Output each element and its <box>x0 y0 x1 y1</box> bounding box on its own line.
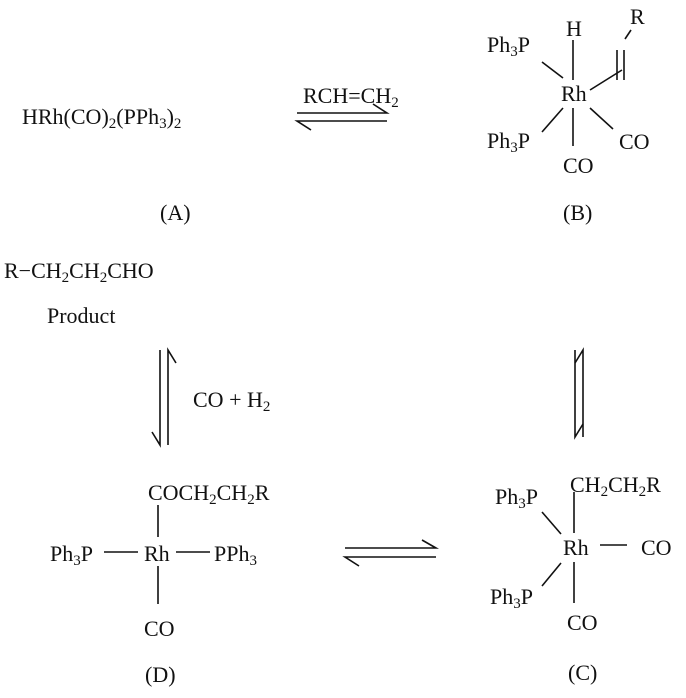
compound-d-pph3-right: PPh3 <box>214 541 257 569</box>
compound-b-bonds <box>541 29 632 146</box>
compound-a-formula: HRh(CO)2(PPh3)2 <box>22 104 182 132</box>
compound-d-co-bottom: CO <box>144 616 175 641</box>
compound-b-co-right: CO <box>619 129 650 154</box>
compound-d-label: (D) <box>145 662 176 687</box>
compound-c-co-bottom: CO <box>567 610 598 635</box>
compound-b-co-bottom: CO <box>563 153 594 178</box>
equilibrium-arrow-a-b <box>294 103 390 131</box>
compound-b-hydride: H <box>566 16 582 41</box>
syngas-reagent: CO + H2 <box>193 387 271 415</box>
compound-c-ph3p-upper: Ph3P <box>495 484 538 512</box>
compound-c-metal: Rh <box>563 535 589 560</box>
compound-c-bonds <box>541 492 627 603</box>
compound-b-label: (B) <box>563 200 593 225</box>
compound-d-ph3p-left: Ph3P <box>50 541 93 569</box>
compound-b-ph3p-upper: Ph3P <box>487 32 530 60</box>
compound-c-ph3p-lower: Ph3P <box>490 584 533 612</box>
alkene-reagent: RCH=CH2 <box>303 83 399 111</box>
product-caption: Product <box>47 303 116 328</box>
equilibrium-arrow-product-d <box>151 347 177 448</box>
compound-c-co-right: CO <box>641 535 672 560</box>
compound-b-alkene-substituent: R <box>630 4 645 29</box>
compound-d-bonds <box>104 505 210 604</box>
compound-d-metal: Rh <box>144 541 170 566</box>
compound-a-label: (A) <box>160 200 191 225</box>
compound-c-label: (C) <box>568 660 598 685</box>
equilibrium-arrow-b-c <box>574 347 584 440</box>
compound-c-alkyl: CH2CH2R <box>570 472 661 500</box>
compound-d-acyl: COCH2CH2R <box>148 480 270 508</box>
equilibrium-arrow-d-c <box>342 539 440 567</box>
product-formula: R−CH2CH2CHO <box>4 258 154 286</box>
compound-b-metal: Rh <box>561 81 587 106</box>
compound-b-ph3p-lower: Ph3P <box>487 128 530 156</box>
